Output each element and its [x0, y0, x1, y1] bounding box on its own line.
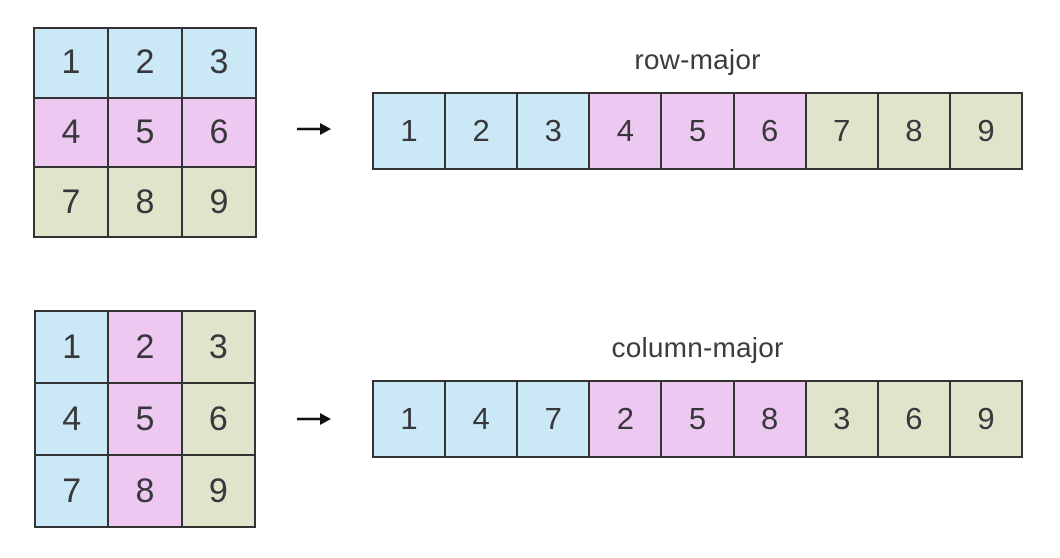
strip-cell: 4	[589, 93, 662, 169]
grid-cell: 9	[181, 455, 255, 527]
grid-cell: 7	[34, 167, 108, 237]
strip-cell: 8	[877, 93, 950, 169]
strip-cell: 3	[517, 93, 590, 169]
grid-cell: 3	[181, 311, 255, 383]
strip-cell: 1	[373, 381, 446, 457]
grid-cell: 6	[182, 97, 256, 168]
grid-cell: 6	[181, 383, 255, 455]
grid-cell: 7	[35, 455, 109, 527]
flattened-array-column-major: 1 4 7 2 5 8 3 6 9	[372, 380, 1023, 458]
grid-cell: 1	[34, 28, 108, 98]
strip-cell: 2	[445, 93, 518, 169]
grid-cell: 1	[35, 311, 109, 383]
strip-cell: 9	[949, 381, 1022, 457]
strip-cell: 7	[517, 381, 590, 457]
right-arrow-icon	[296, 119, 332, 139]
grid-cell: 2	[108, 311, 182, 383]
matrix-grid-column-major: 1 2 3 4 5 6 7 8 9	[34, 310, 256, 528]
column-major-label: column-major	[611, 332, 784, 363]
right-arrow-icon	[296, 409, 332, 429]
strip-cell: 4	[445, 381, 518, 457]
flattened-array-row-major: 1 2 3 4 5 6 7 8 9	[372, 92, 1023, 170]
matrix-grid-row-major: 1 2 3 4 5 6 7 8 9	[33, 27, 257, 238]
grid-cell: 9	[182, 167, 256, 237]
strip-cell: 6	[733, 93, 806, 169]
strip-cell: 6	[877, 381, 950, 457]
strip-cell: 5	[661, 93, 734, 169]
grid-cell: 3	[182, 28, 256, 98]
grid-cell: 4	[34, 97, 108, 168]
strip-cell: 5	[661, 381, 734, 457]
strip-cell: 1	[373, 93, 446, 169]
grid-cell: 4	[35, 383, 109, 455]
grid-cell: 8	[108, 455, 182, 527]
grid-cell: 2	[108, 28, 182, 98]
grid-cell: 8	[108, 167, 182, 237]
strip-cell: 2	[589, 381, 662, 457]
strip-cell: 3	[805, 381, 878, 457]
grid-cell: 5	[108, 97, 182, 168]
strip-cell: 9	[949, 93, 1022, 169]
strip-cell: 7	[805, 93, 878, 169]
strip-cell: 8	[733, 381, 806, 457]
row-major-label: row-major	[634, 44, 761, 75]
grid-cell: 5	[108, 383, 182, 455]
